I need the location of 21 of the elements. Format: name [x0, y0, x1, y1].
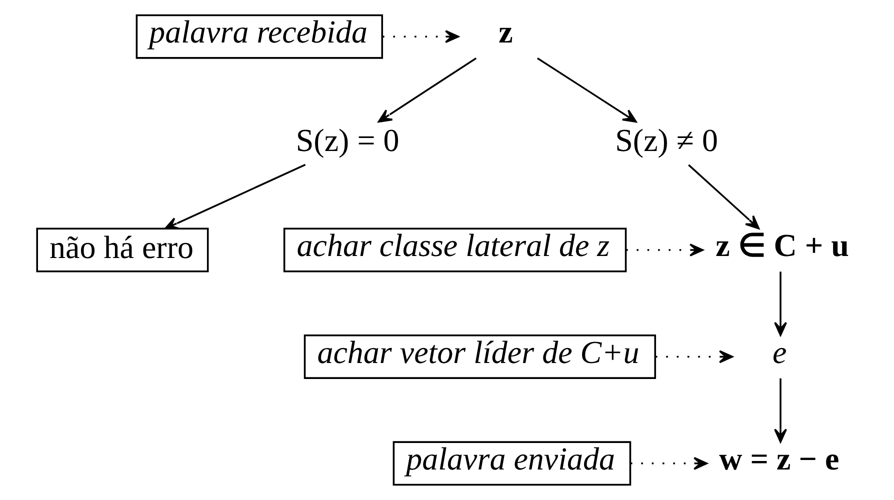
node-text: e [772, 334, 786, 370]
arrow [377, 58, 476, 123]
arrow [164, 164, 306, 230]
arrow [536, 58, 636, 123]
arrow [774, 272, 787, 336]
arrow [382, 30, 459, 44]
arrow [654, 350, 733, 364]
node-box: palavra recebida [135, 14, 383, 59]
arrow [774, 378, 787, 443]
node-box: achar vetor líder de C+u [303, 334, 656, 379]
node-box: palavra enviada [392, 441, 631, 486]
arrow [688, 164, 760, 230]
arrow [630, 456, 708, 470]
node-text: w = z − e [718, 440, 839, 476]
node-box: achar classe lateral de z [282, 228, 626, 272]
node-text: z [498, 14, 512, 50]
node-text: S(z) ≠ 0 [614, 122, 718, 158]
node-text: z ∈ C + u [715, 227, 848, 264]
node-box: não há erro [36, 228, 208, 272]
arrow [626, 244, 704, 256]
node-text: S(z) = 0 [295, 122, 399, 158]
